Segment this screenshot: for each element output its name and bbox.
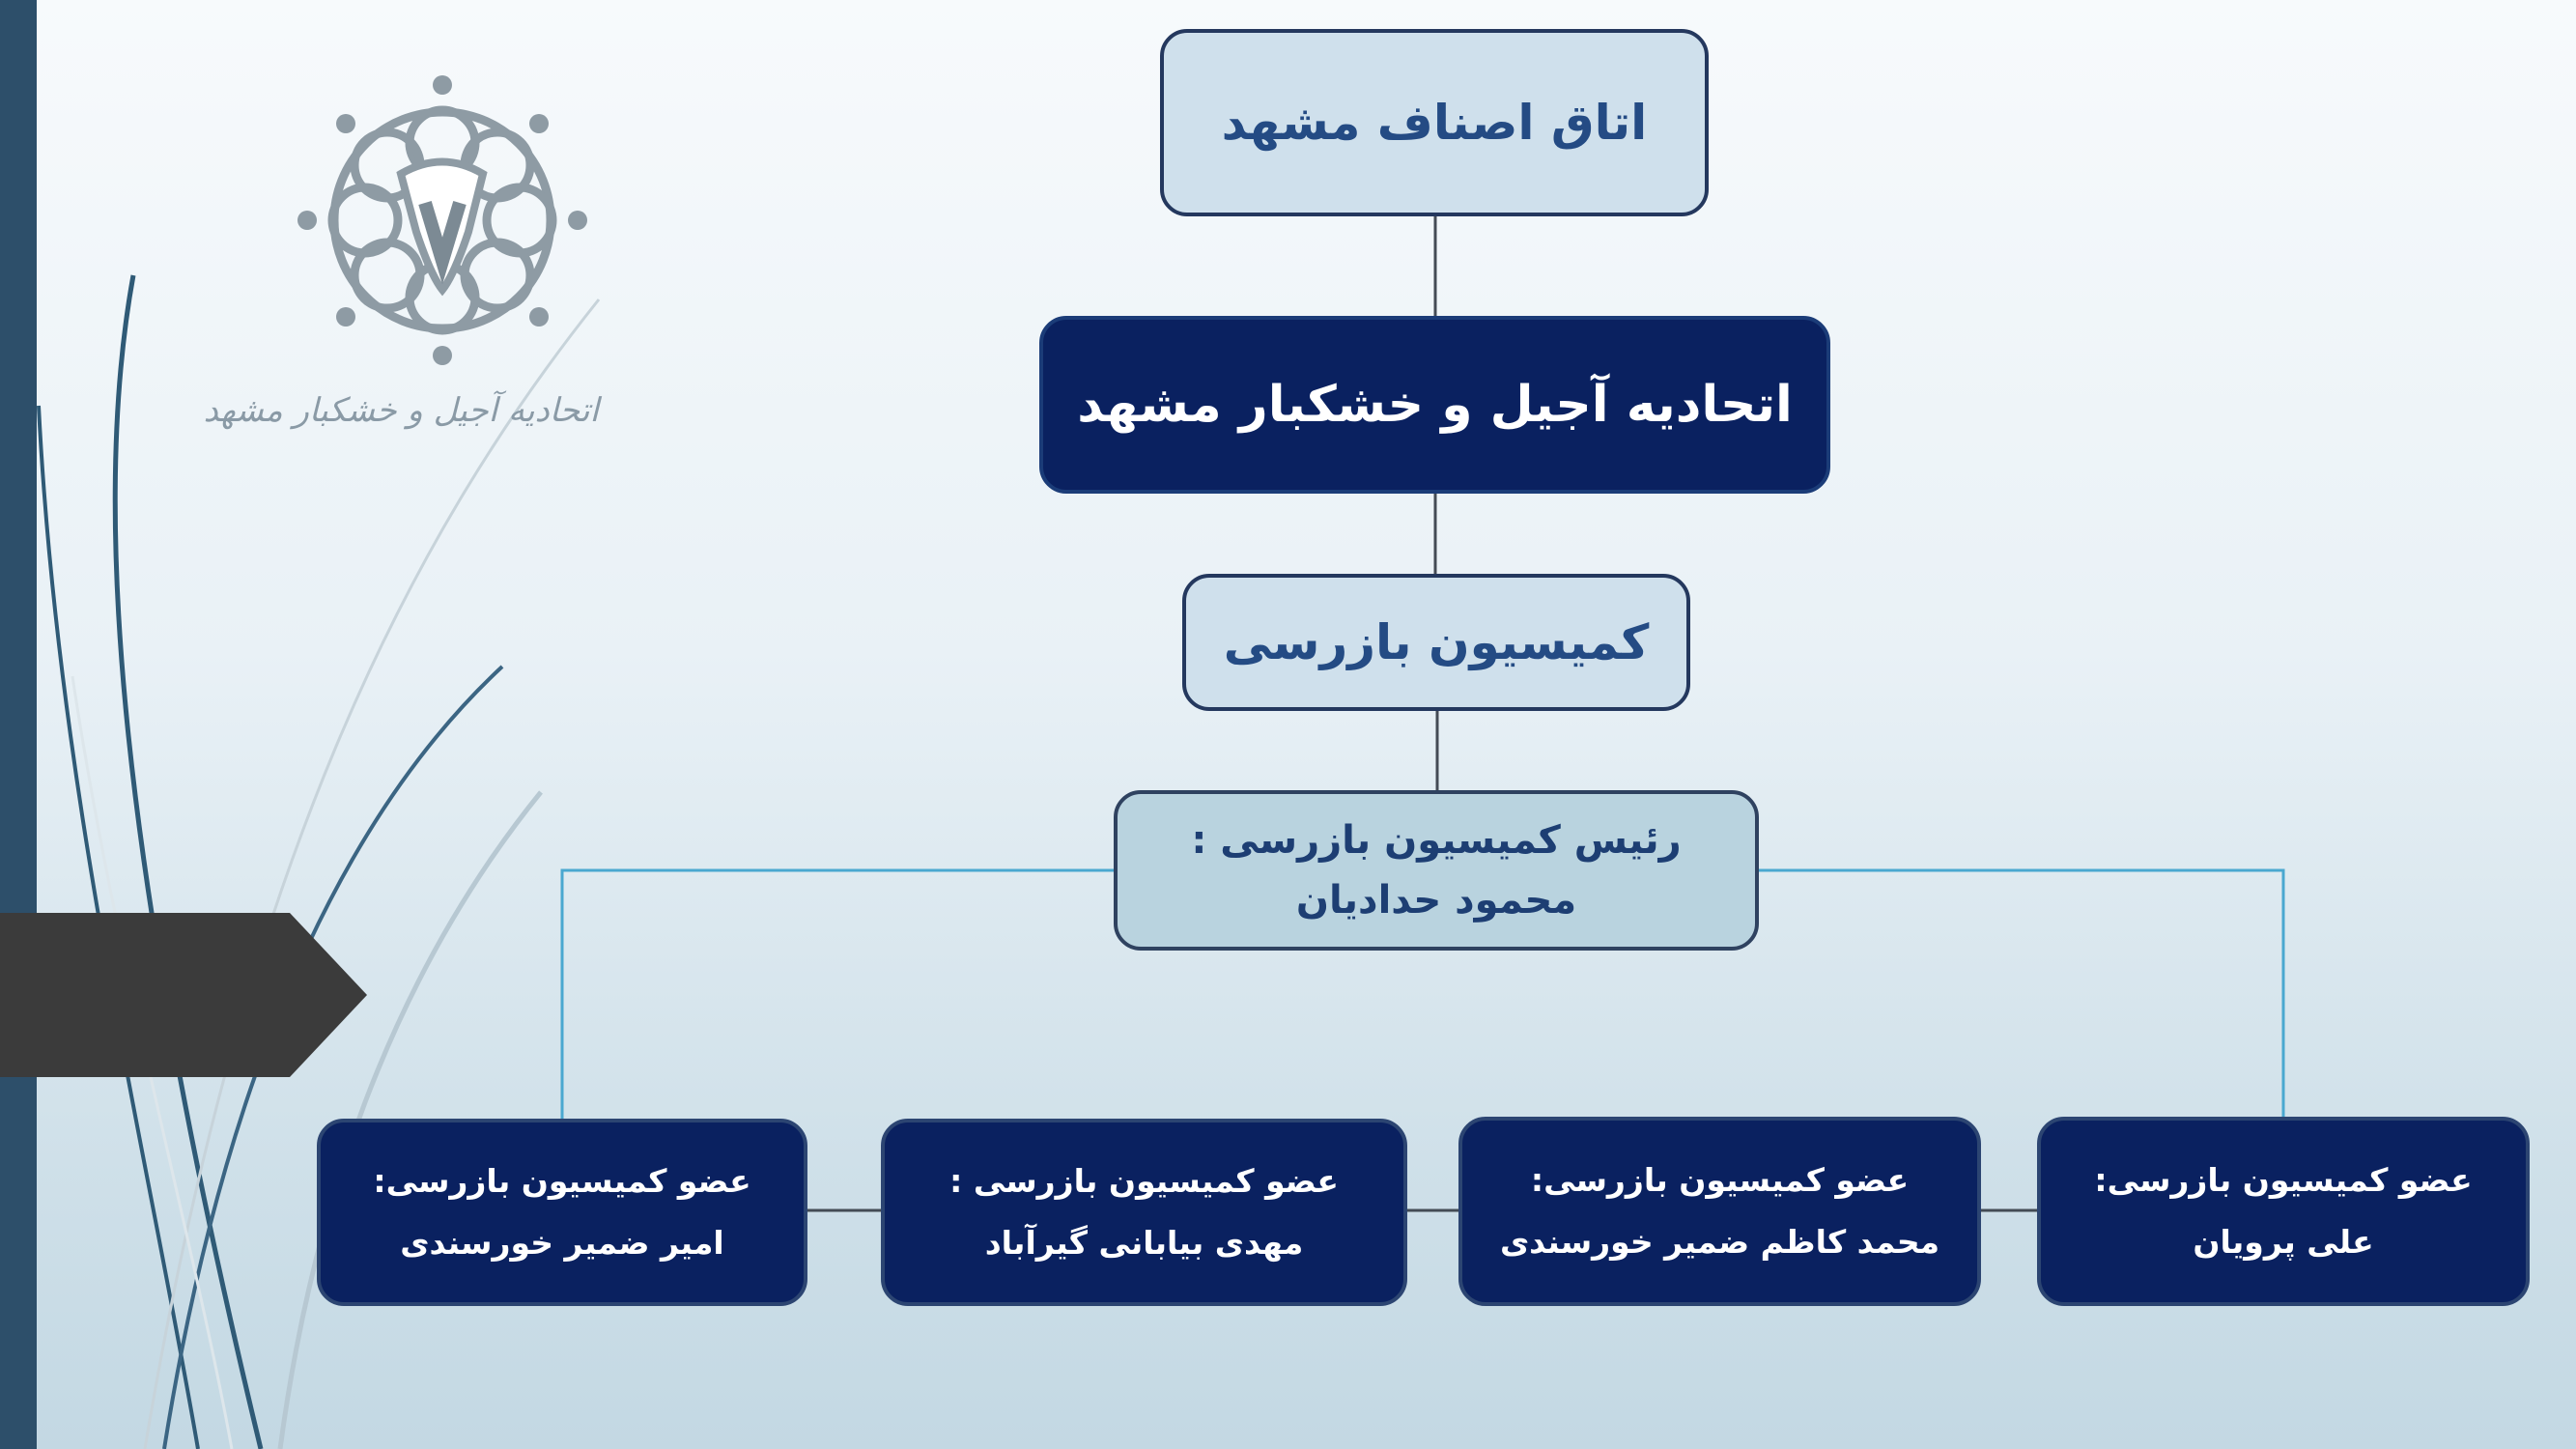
logo-caption: اتحادیه آجیل و خشکبار مشهد (203, 391, 599, 430)
member-role: عضو کمیسیون بازرسی : (949, 1161, 1339, 1200)
member-role: عضو کمیسیون بازرسی: (1530, 1160, 1910, 1199)
chair-name: محمود حدادیان (1295, 878, 1577, 923)
member-name: امیر ضمیر خورسندی (400, 1224, 724, 1262)
chamber-box: اتاق اصناف مشهد (1160, 29, 1709, 216)
member-box: عضو کمیسیون بازرسی: محمد کاظم ضمیر خورسن… (1458, 1117, 1981, 1306)
chamber-title: اتاق اصناف مشهد (1221, 95, 1648, 151)
member-name: مهدی بیابانی گیرآباد (984, 1224, 1304, 1262)
commission-box: کمیسیون بازرسی (1182, 574, 1690, 711)
union-title: اتحادیه آجیل و خشکبار مشهد (1077, 376, 1793, 434)
chair-role: رئیس کمیسیون بازرسی : (1191, 818, 1682, 863)
org-connectors (560, 216, 2285, 1212)
arrow-tab (0, 913, 367, 1077)
commission-title: کمیسیون بازرسی (1223, 614, 1650, 670)
member-name: محمد کاظم ضمیر خورسندی (1499, 1223, 1940, 1261)
member-role: عضو کمیسیون بازرسی: (2094, 1160, 2473, 1199)
member-name: علی پرویان (2193, 1223, 2374, 1261)
commission-chair-box: رئیس کمیسیون بازرسی : محمود حدادیان (1114, 790, 1759, 951)
left-side-bar (0, 0, 37, 1449)
member-box: عضو کمیسیون بازرسی: امیر ضمیر خورسندی (317, 1119, 807, 1306)
member-role: عضو کمیسیون بازرسی: (373, 1161, 751, 1200)
union-emblem-icon (297, 75, 587, 365)
member-box: عضو کمیسیون بازرسی : مهدی بیابانی گیرآبا… (881, 1119, 1407, 1306)
member-box: عضو کمیسیون بازرسی: علی پرویان (2037, 1117, 2530, 1306)
union-box: اتحادیه آجیل و خشکبار مشهد (1039, 316, 1830, 494)
